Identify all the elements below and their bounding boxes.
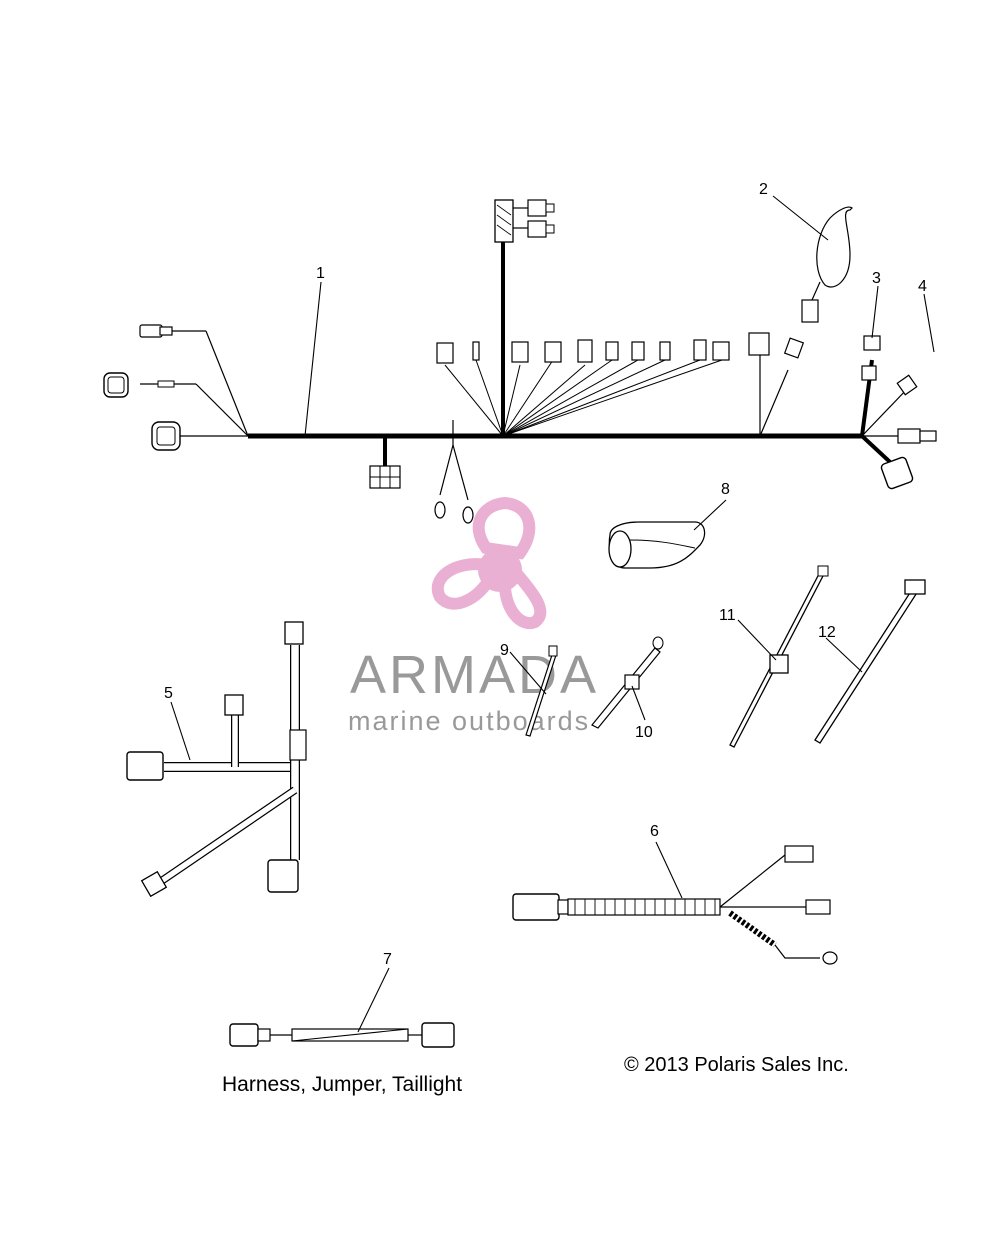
propeller-logo-icon	[431, 496, 547, 630]
part-2-connector-boot	[801, 206, 853, 323]
jumper-caption: Harness, Jumper, Taillight	[222, 1073, 463, 1096]
propeller-hub-icon	[478, 548, 522, 592]
leader-lines	[170, 195, 935, 1033]
callout-10: 10	[635, 724, 653, 741]
part-5-sub-harness	[126, 621, 307, 898]
armada-watermark: ARMADA marine outboards	[348, 496, 599, 736]
callout-7: 7	[383, 951, 392, 968]
callout-11: 11	[719, 607, 736, 624]
part-9-10-cable-ties	[525, 636, 664, 737]
callout-3: 3	[872, 270, 881, 287]
callout-9: 9	[500, 642, 509, 659]
copyright-notice: © 2013 Polaris Sales Inc.	[624, 1054, 849, 1076]
callout-2: 2	[759, 181, 768, 198]
callout-4: 4	[918, 278, 927, 295]
part-11-12-push-mount-ties	[729, 565, 926, 748]
callout-8: 8	[721, 481, 730, 498]
callout-labels: 1 2 3 4 5 6 7 8 9 10 11 12	[164, 181, 927, 968]
main-harness	[103, 199, 937, 524]
part-8-cover-clamp	[608, 521, 706, 569]
part-6-harness-with-conduit	[512, 845, 838, 965]
watermark-title: ARMADA	[350, 645, 599, 705]
callout-5: 5	[164, 685, 173, 702]
watermark-subtitle: marine outboards	[348, 706, 590, 736]
callout-1: 1	[316, 265, 325, 282]
callout-6: 6	[650, 823, 659, 840]
callout-12: 12	[818, 624, 836, 641]
part-7-taillight-jumper	[229, 1022, 455, 1048]
